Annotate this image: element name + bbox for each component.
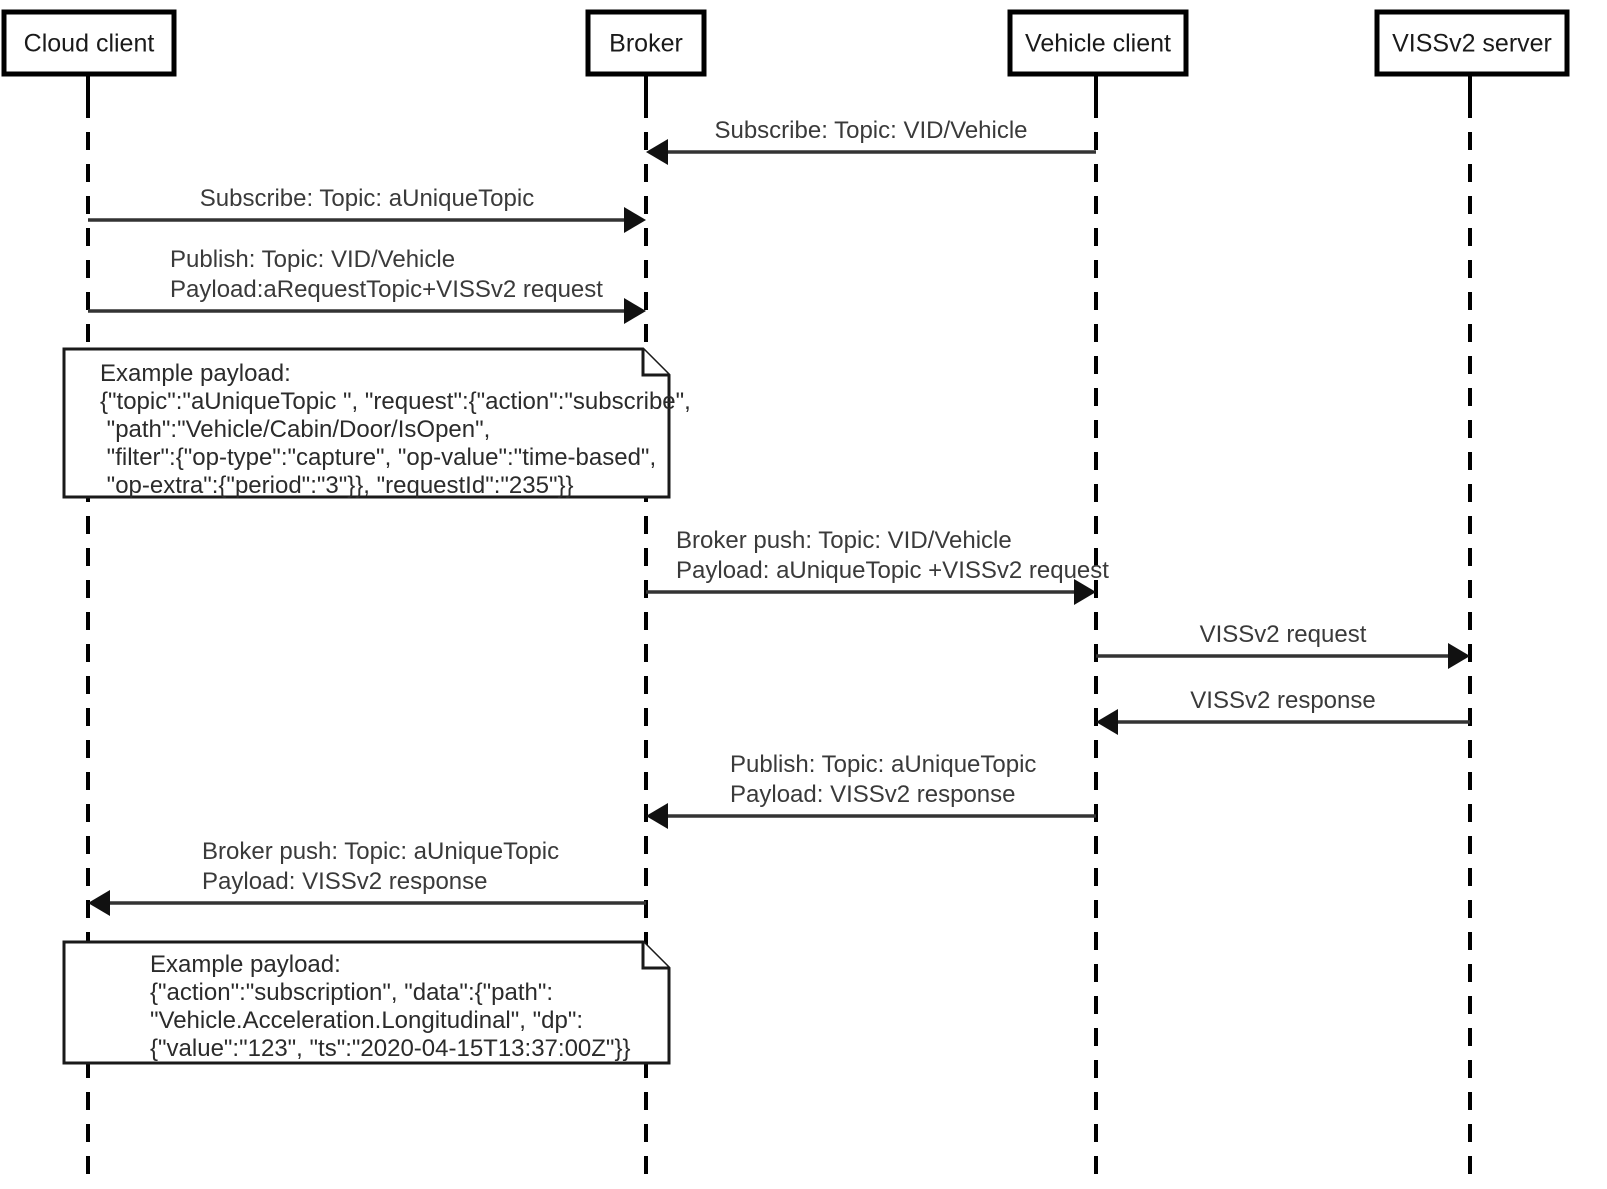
msg-publish-auniquetopic-label-line-0: Publish: Topic: aUniqueTopic: [730, 751, 1036, 778]
note-request-payload-line-4: "op-extra":{"period":"3"}}, "requestId":…: [100, 472, 574, 499]
actor-label-vehicle-client: Vehicle client: [1025, 30, 1171, 58]
note-response-payload[interactable]: Example payload:{"action":"subscription"…: [62, 940, 671, 1065]
actors-layer: Cloud client Broker Vehicle client VISSv2 s…: [1, 9, 1570, 77]
note-request-payload-line-1: {"topic":"aUniqueTopic ", "request":{"ac…: [100, 388, 691, 415]
msg-publish-auniquetopic-label-line-1: Payload: VISSv2 response: [730, 781, 1016, 808]
actor-box-cloud-client[interactable]: [1, 9, 177, 77]
msg-subscribe-auniquetopic-arrowhead: [624, 207, 646, 233]
msg-broker-push-auniquetopic-label-line-0: Broker push: Topic: aUniqueTopic: [202, 838, 559, 865]
note-request-payload-line-3: "filter":{"op-type":"capture", "op-value…: [100, 444, 656, 471]
msg-broker-push-vid-vehicle-label-line-0: Broker push: Topic: VID/Vehicle: [676, 527, 1012, 554]
note-request-payload-body: [62, 347, 671, 499]
msg-vissv2-request-arrowhead: [1448, 643, 1470, 669]
msg-publish-auniquetopic-arrowhead: [646, 803, 668, 829]
actor-cloud-client[interactable]: Cloud client: [1, 9, 177, 77]
note-response-payload-line-1: {"action":"subscription", "data":{"path"…: [150, 979, 553, 1006]
msg-publish-vid-vehicle-arrowhead: [624, 298, 646, 324]
actor-vissv2-server[interactable]: VISSv2 server: [1374, 9, 1570, 77]
msg-vissv2-response-arrowhead: [1096, 709, 1118, 735]
actor-box-vissv2-server[interactable]: [1374, 9, 1570, 77]
note-response-payload-line-3: {"value":"123", "ts":"2020-04-15T13:37:0…: [150, 1035, 630, 1062]
note-request-payload[interactable]: Example payload:{"topic":"aUniqueTopic "…: [62, 347, 691, 499]
note-response-payload-line-0: Example payload:: [150, 951, 341, 978]
msg-publish-vid-vehicle-label-line-1: Payload:aRequestTopic+VISSv2 request: [170, 276, 603, 303]
msg-subscribe-vid-vehicle-arrowhead: [646, 139, 668, 165]
msg-publish-vid-vehicle-label-line-0: Publish: Topic: VID/Vehicle: [170, 246, 455, 273]
msg-publish-vid-vehicle[interactable]: Publish: Topic: VID/VehiclePayload:aRequ…: [88, 246, 646, 324]
msg-broker-push-auniquetopic-arrowhead: [88, 890, 110, 916]
actor-vehicle-client[interactable]: Vehicle client: [1007, 9, 1189, 77]
msg-subscribe-vid-vehicle-label-line-0: Subscribe: Topic: VID/Vehicle: [714, 117, 1027, 144]
notes-layer: Example payload:{"topic":"aUniqueTopic "…: [62, 347, 691, 1065]
actor-label-cloud-client: Cloud client: [24, 30, 155, 58]
msg-broker-push-auniquetopic-label-line-1: Payload: VISSv2 response: [202, 868, 488, 895]
messages-layer: Subscribe: Topic: VID/VehicleSubscribe: …: [88, 117, 1470, 916]
msg-subscribe-auniquetopic-label-line-0: Subscribe: Topic: aUniqueTopic: [200, 185, 534, 212]
msg-subscribe-vid-vehicle[interactable]: Subscribe: Topic: VID/Vehicle: [646, 117, 1096, 165]
msg-broker-push-vid-vehicle-label-line-1: Payload: aUniqueTopic +VISSv2 request: [676, 557, 1109, 584]
note-request-payload-fold-corner-icon: [641, 349, 669, 377]
msg-vissv2-request-label-line-0: VISSv2 request: [1200, 621, 1367, 648]
note-response-payload-fold-corner-icon: [641, 942, 669, 970]
note-request-payload-line-0: Example payload:: [100, 360, 291, 387]
msg-vissv2-request[interactable]: VISSv2 request: [1096, 621, 1470, 669]
msg-subscribe-auniquetopic[interactable]: Subscribe: Topic: aUniqueTopic: [88, 185, 646, 233]
msg-vissv2-response-label-line-0: VISSv2 response: [1190, 687, 1375, 714]
actor-label-broker: Broker: [609, 30, 683, 58]
note-request-payload-line-2: "path":"Vehicle/Cabin/Door/IsOpen",: [100, 416, 490, 443]
actor-box-vehicle-client[interactable]: [1007, 9, 1189, 77]
msg-broker-push-vid-vehicle[interactable]: Broker push: Topic: VID/VehiclePayload: …: [646, 527, 1109, 605]
actor-label-vissv2-server: VISSv2 server: [1392, 30, 1552, 58]
msg-broker-push-vid-vehicle-arrowhead: [1074, 579, 1096, 605]
msg-vissv2-response[interactable]: VISSv2 response: [1096, 687, 1470, 735]
actor-box-broker[interactable]: [585, 9, 707, 77]
actor-broker[interactable]: Broker: [585, 9, 707, 77]
msg-broker-push-auniquetopic[interactable]: Broker push: Topic: aUniqueTopicPayload:…: [88, 838, 646, 916]
note-response-payload-body: [62, 940, 671, 1065]
note-response-payload-line-2: "Vehicle.Acceleration.Longitudinal", "dp…: [150, 1007, 583, 1034]
